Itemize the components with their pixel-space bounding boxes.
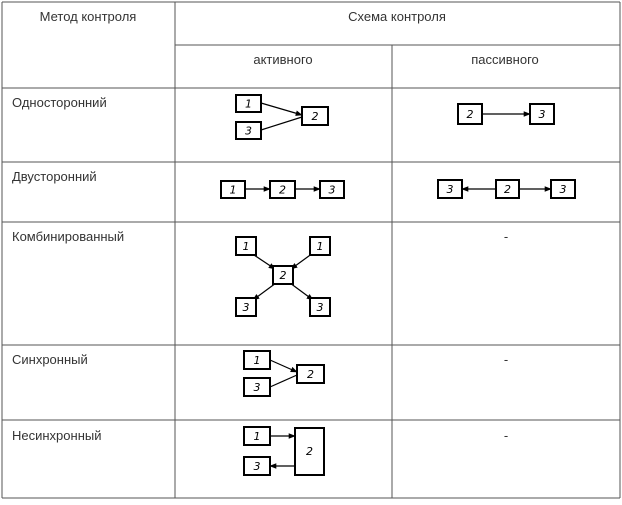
diagram-one-sided-active: 1 3 2 [235,94,329,140]
diagram-combined-active: 1 1 2 3 3 [235,236,331,317]
passive-dash-combined: - [504,229,508,244]
node-label: 2 [279,184,286,197]
node-label: 3 [329,184,336,197]
node-box [457,103,483,125]
node-box [243,350,271,370]
row-label-asynchronous: Несинхронный [12,428,101,443]
node-box [309,297,331,317]
node-label: 2 [307,368,314,381]
node-box [495,179,520,199]
node-box [272,265,294,285]
header-active: активного [253,52,312,67]
node-label: 1 [245,98,252,111]
node-label: 3 [539,108,546,121]
node-label: 3 [317,301,324,314]
node-box [243,426,271,446]
node-box [301,106,329,126]
node-label: 1 [243,240,250,253]
diagram-two-sided-active: 1 2 3 [220,180,345,199]
row-label-synchronous: Синхронный [12,352,88,367]
node-label: 1 [254,430,261,443]
node-box [269,180,296,199]
node-label: 2 [312,110,319,123]
node-box [235,236,257,256]
node-box [529,103,555,125]
node-box [319,180,345,199]
diagram-two-sided-passive: 3 2 3 [437,179,576,199]
row-label-two-sided: Двусторонний [12,169,97,184]
node-label: 2 [467,108,474,121]
node-label: 3 [254,381,261,394]
node-label: 2 [306,445,313,458]
node-label: 3 [243,301,250,314]
node-label: 2 [280,269,287,282]
node-box [550,179,576,199]
node-box [220,180,246,199]
node-label: 1 [317,240,324,253]
header-passive: пассивного [471,52,539,67]
header-method: Метод контроля [40,9,137,24]
node-box [235,94,262,113]
header-scheme: Схема контроля [348,9,446,24]
node-label: 1 [230,184,237,197]
passive-dash-asynchronous: - [504,428,508,443]
row-label-one-sided: Односторонний [12,95,107,110]
node-box [296,364,325,384]
node-label: 1 [254,354,261,367]
node-label: 2 [504,183,511,196]
node-box [309,236,331,256]
row-label-combined: Комбинированный [12,229,124,244]
node-label: 3 [560,183,567,196]
node-label: 3 [254,460,261,473]
passive-dash-synchronous: - [504,352,508,367]
node-box [235,121,262,140]
node-label: 3 [245,125,252,138]
node-box [235,297,257,317]
diagram-synchronous-active: 1 3 2 [243,350,325,397]
node-box [294,427,325,476]
node-label: 3 [447,183,454,196]
node-box [243,456,271,476]
node-box [437,179,463,199]
diagram-one-sided-passive: 2 3 [457,103,555,125]
node-box [243,377,271,397]
diagram-asynchronous-active: 1 3 2 [243,426,325,476]
